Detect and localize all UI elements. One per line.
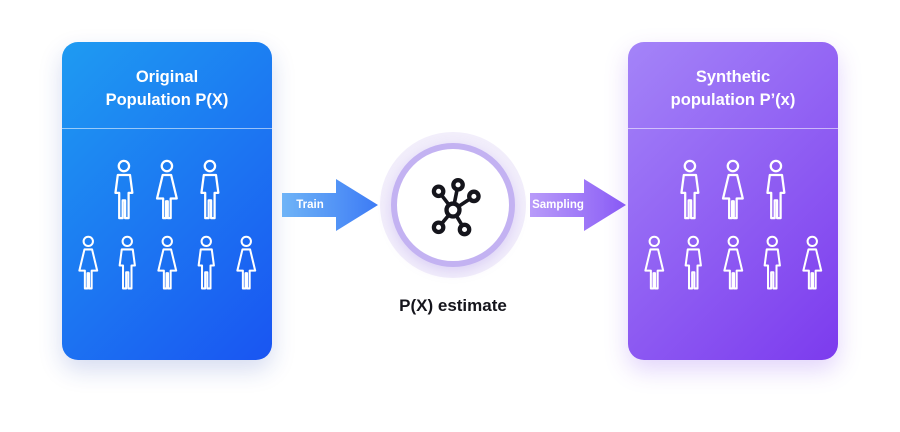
person-man-icon [680, 159, 700, 220]
original-population-title: Original Population P(X) [62, 42, 272, 112]
person-man-icon [118, 235, 137, 290]
person-man-icon [766, 159, 786, 220]
network-graph-icon [431, 178, 481, 237]
person-man-icon [200, 159, 220, 220]
train-arrow: Train [282, 177, 378, 233]
model-circle [391, 143, 515, 267]
sampling-arrow-icon [530, 179, 626, 231]
divider [62, 128, 272, 130]
person-woman-icon [78, 235, 98, 290]
synthetic-population-card: Synthetic population P’(x) [628, 42, 838, 360]
people-row [628, 159, 838, 221]
title-line-1: Original [135, 68, 199, 86]
person-woman-icon [156, 159, 178, 220]
person-woman-icon [722, 159, 744, 220]
person-woman-icon [236, 235, 256, 290]
person-woman-icon [644, 235, 664, 290]
synthetic-population-title: Synthetic population P’(x) [628, 42, 838, 112]
divider [628, 128, 838, 130]
original-population-card: Original Population P(X) [62, 42, 272, 360]
people-row [62, 235, 272, 291]
people-row [62, 159, 272, 221]
person-man-icon [114, 159, 134, 220]
sampling-arrow-label: Sampling [532, 199, 584, 211]
sampling-arrow: Sampling [530, 177, 626, 233]
title-line-1: Synthetic [695, 68, 771, 86]
person-man-icon [197, 235, 216, 290]
person-woman-icon [802, 235, 822, 290]
title-line-2: population P’(x) [670, 91, 796, 110]
person-man-icon [763, 235, 782, 290]
train-arrow-label: Train [296, 199, 324, 211]
person-woman-icon [723, 235, 743, 290]
title-line-2: Population P(X) [105, 91, 229, 110]
people-row [628, 235, 838, 291]
person-woman-icon [157, 235, 177, 290]
estimate-label: P(X) estimate [399, 296, 507, 315]
train-arrow-icon [282, 179, 378, 231]
model-circle-halo [380, 132, 526, 278]
person-man-icon [684, 235, 703, 290]
